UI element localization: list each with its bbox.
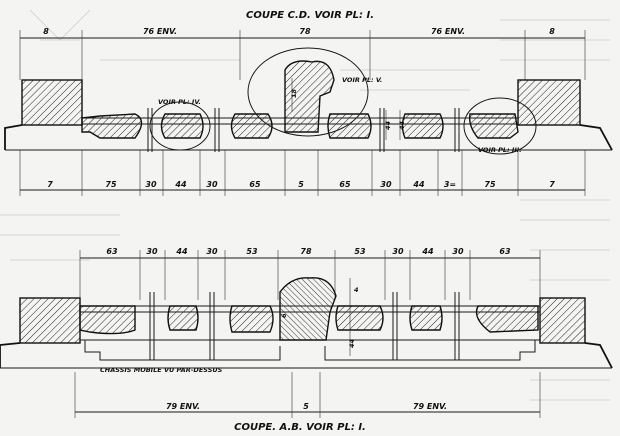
svg-text:44: 44 — [384, 120, 392, 130]
callout-circle-pl-iii — [463, 97, 537, 155]
svg-text:30: 30 — [380, 180, 392, 189]
svg-text:8: 8 — [549, 27, 555, 36]
svg-text:44: 44 — [398, 120, 406, 130]
svg-text:65: 65 — [339, 180, 351, 189]
svg-text:44: 44 — [412, 180, 425, 189]
svg-text:44: 44 — [175, 247, 188, 256]
svg-text:63: 63 — [106, 247, 118, 256]
svg-text:8: 8 — [43, 27, 49, 36]
top-vertical-dimensions: 18 44 44 — [290, 88, 406, 130]
svg-text:44: 44 — [348, 338, 356, 348]
svg-text:30: 30 — [145, 180, 157, 189]
svg-text:63: 63 — [499, 247, 511, 256]
svg-text:6: 6 — [280, 313, 288, 318]
svg-text:76 ENV.: 76 ENV. — [143, 27, 177, 36]
svg-text:7: 7 — [549, 180, 555, 189]
bottom-lower-dimensions: 79 ENV. 5 79 ENV. — [166, 402, 447, 411]
svg-text:65: 65 — [249, 180, 261, 189]
svg-text:18: 18 — [290, 88, 298, 98]
svg-text:53: 53 — [246, 247, 258, 256]
svg-text:30: 30 — [392, 247, 404, 256]
svg-text:53: 53 — [354, 247, 366, 256]
svg-text:75: 75 — [105, 180, 117, 189]
svg-text:30: 30 — [452, 247, 464, 256]
top-section-title: COUPE C.D. VOIR PL: I. — [246, 10, 374, 21]
svg-text:5: 5 — [298, 180, 304, 189]
callout-label-pl-v: VOIR PL: V. — [342, 76, 382, 84]
svg-text:30: 30 — [146, 247, 158, 256]
svg-text:78: 78 — [300, 247, 312, 256]
chassis-mobile-label: CHASSIS MOBILE VU PAR-DESSUS — [100, 366, 223, 374]
bottom-section: CHASSIS MOBILE VU PAR-DESSUS — [0, 250, 613, 418]
svg-text:7: 7 — [47, 180, 53, 189]
background-ghost-lines — [0, 9, 610, 401]
svg-text:44: 44 — [421, 247, 434, 256]
bottom-vertical-dimensions: 6 4 44 — [280, 286, 359, 348]
top-section: VOIR PL: IV. VOIR PL: V. VOIR PL: III. — [4, 30, 613, 196]
svg-text:78: 78 — [299, 27, 311, 36]
svg-text:79 ENV.: 79 ENV. — [413, 402, 447, 411]
svg-text:30: 30 — [206, 180, 218, 189]
bottom-upper-dimensions: 63 30 44 30 53 78 53 30 44 30 63 — [106, 247, 511, 256]
svg-text:76 ENV.: 76 ENV. — [431, 27, 465, 36]
top-lower-dimensions: 7 75 30 44 30 65 5 65 30 44 3= 75 7 — [47, 180, 555, 189]
top-upper-dimensions: 8 76 ENV. 78 76 ENV. 8 — [43, 27, 555, 36]
callout-label-pl-iv: VOIR PL: IV. — [158, 98, 201, 106]
callout-label-pl-iii: VOIR PL: III. — [478, 146, 522, 154]
svg-text:75: 75 — [484, 180, 496, 189]
svg-text:5: 5 — [303, 402, 309, 411]
callout-circle-pl-iv — [149, 101, 211, 151]
svg-text:79 ENV.: 79 ENV. — [166, 402, 200, 411]
svg-text:44: 44 — [174, 180, 187, 189]
svg-text:4: 4 — [354, 286, 359, 294]
bottom-section-title: COUPE. A.B. VOIR PL: I. — [234, 422, 366, 433]
svg-text:3=: 3= — [444, 180, 456, 189]
callout-circle-pl-v — [247, 47, 369, 137]
svg-text:30: 30 — [206, 247, 218, 256]
